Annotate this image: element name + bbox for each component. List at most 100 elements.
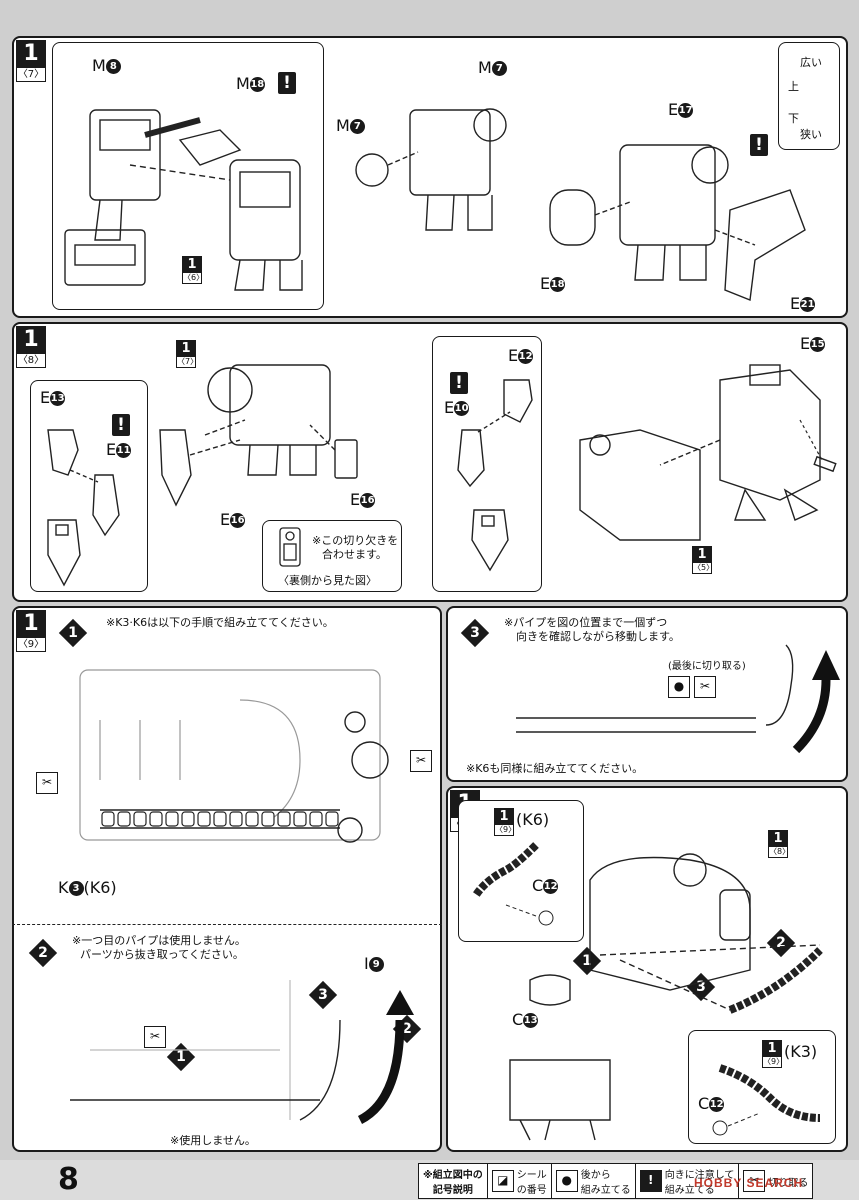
pipe-bead: [245, 811, 259, 827]
pipe-bead: [149, 811, 163, 827]
cut-icon-left: ✂: [36, 772, 58, 794]
arm-hand-right-illustration: [457, 379, 533, 572]
legend-sticker: ◪ シールの番号: [486, 1164, 551, 1198]
legend-later: ● 後から組み立てる: [550, 1164, 635, 1198]
substep-2a-marker: 1: [166, 1042, 196, 1072]
pipe-bead: [117, 811, 131, 827]
ref-step-9-k3: 1〈9〉: [762, 1040, 785, 1068]
part-label-e21: E21: [790, 294, 816, 313]
part-label-m18: M18: [236, 74, 265, 93]
caution-icon-e10: !: [450, 372, 468, 394]
substep-2: 2: [28, 938, 58, 968]
notch-note-line2: 合わせます。: [322, 548, 387, 561]
not-used-note: ※使用しません。: [170, 1134, 256, 1147]
part-label-c13: C13: [512, 1010, 539, 1029]
pipe-bead: [229, 811, 243, 827]
symbol-legend: ※組立図中の記号説明 ◪ シールの番号 ● 後から組み立てる ! 向きに注意して…: [418, 1163, 814, 1199]
watermark: HOBBY SEARCH: [694, 1176, 804, 1190]
k6-same-note: ※K6も同様に組み立ててください。: [466, 762, 644, 775]
pipe-bead: [197, 811, 211, 827]
pipe-bead: [165, 811, 179, 827]
arm-hand-left-illustration: [47, 429, 120, 587]
backpack-assembly-illustration: [579, 364, 837, 541]
substep-10-1: 2: [766, 928, 796, 958]
sticker-icon: ◪: [491, 1170, 514, 1192]
gauge-wide-label: 広い: [800, 56, 822, 69]
cut-icon-step3: ✂: [694, 676, 716, 698]
ref-step-9-k6: 1〈9〉: [494, 808, 517, 836]
k3-pipe-illustration: [712, 1064, 821, 1136]
legend-cut: ✂ 切り取る: [738, 1164, 812, 1198]
torso-assembly-illustration: [64, 109, 303, 291]
substep-1: 1: [58, 618, 88, 648]
substep-10-2: 3: [686, 972, 716, 1002]
m7-assembly-illustration: [355, 108, 507, 231]
part-label-e12: E12: [508, 346, 534, 365]
runner-sprue-illustration: [79, 669, 389, 843]
pipe-bead: [325, 811, 339, 827]
caution-icon-e21: !: [750, 134, 768, 156]
k3-k6-order-note: ※K3·K6は以下の手順で組み立ててください。: [106, 616, 334, 629]
substep-10-3: 1: [572, 946, 602, 976]
part-label-e15: E15: [800, 334, 826, 353]
part-label-c12-bottom: C12: [698, 1094, 725, 1113]
part-label-c12-top: C12: [532, 876, 559, 895]
part-label-e17: E17: [668, 100, 694, 119]
backpack-pipe-assembly-illustration: [509, 853, 823, 1141]
substep-2c-marker: 3: [308, 980, 338, 1010]
pipe-move-note-line2: 向きを確認しながら移動します。: [516, 630, 680, 643]
pipe-bead: [213, 811, 227, 827]
pipe-move-illustration: [516, 644, 840, 754]
pipe-bead: [261, 811, 275, 827]
part-label-k3-callout: (K3): [784, 1042, 818, 1061]
part-label-e10: E10: [444, 398, 470, 417]
ref-step-8: 1〈8〉: [768, 830, 791, 858]
pipe-bead: [101, 811, 115, 827]
caution-icon: !: [278, 72, 296, 94]
part-label-k6-callout: (K6): [516, 810, 550, 829]
substep-divider: [12, 924, 442, 925]
ref-step-5: 1〈5〉: [692, 546, 715, 574]
caution-icon-e11: !: [112, 414, 130, 436]
pipe-move-note-line1: ※パイプを図の位置まで一個ずつ: [504, 616, 668, 629]
subpanel-k6-c12: [458, 800, 584, 942]
substep-2b-marker: 2: [392, 1014, 422, 1044]
legend-caution: ! 向きに注意して組み立てる: [634, 1164, 739, 1198]
back-view-caption: 〈裏側から見た図〉: [278, 574, 377, 587]
panel-step-9: [12, 606, 442, 1152]
k6-pipe-illustration: [472, 842, 554, 926]
notch-part-icon: [279, 527, 301, 567]
later-icon: ●: [555, 1170, 578, 1192]
notch-note-line1: ※この切り欠きを: [312, 534, 399, 547]
cut-icon-right: ✂: [410, 750, 432, 772]
cut-icon-step2: ✂: [144, 1026, 166, 1048]
later-assemble-icon: ●: [668, 676, 690, 698]
ref-step-7: 1〈7〉: [176, 340, 199, 368]
part-label-e11: E11: [106, 440, 132, 459]
e-parts-assembly-illustration: [549, 144, 806, 301]
pipe-bead: [293, 811, 307, 827]
caution-legend-icon: !: [639, 1170, 662, 1192]
pipe-bead: [309, 811, 323, 827]
part-label-e16-left: E16: [220, 510, 246, 529]
torso-arm-assembly-illustration: [159, 364, 358, 507]
ref-step-6: 1〈6〉: [182, 256, 205, 284]
legend-title: ※組立図中の記号説明: [423, 1170, 483, 1196]
pipe-bead: [277, 811, 291, 827]
notch-callout: [262, 520, 402, 592]
part-label-e13: E13: [40, 388, 66, 407]
cut-last-note: (最後に切り取る): [668, 661, 746, 672]
part-label-e18: E18: [540, 274, 566, 293]
pipe-removal-illustration: [70, 980, 414, 1125]
cut-legend-icon: ✂: [743, 1170, 766, 1192]
step-badge-8: 1〈8〉: [16, 326, 46, 368]
pipe-bead: [133, 811, 147, 827]
panel-substep-3: [446, 606, 848, 782]
gauge-narrow-label: 狭い: [800, 128, 822, 141]
